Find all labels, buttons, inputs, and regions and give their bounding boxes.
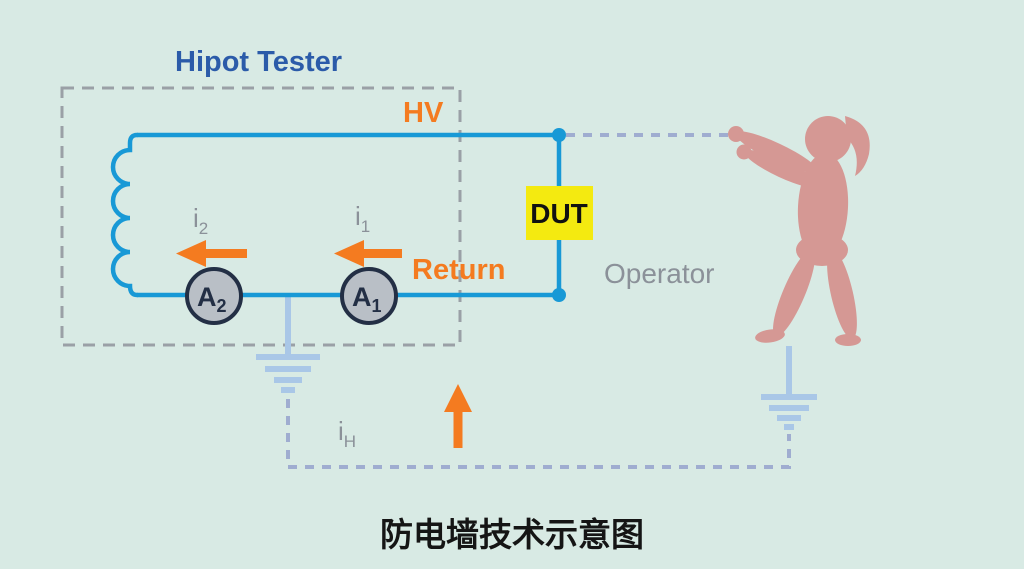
- operator-back-foot: [835, 334, 861, 346]
- svg-text:A2: A2: [197, 282, 227, 316]
- operator-arm-lower: [744, 150, 820, 188]
- ammeter-a1-label: A: [352, 282, 372, 312]
- operator-silhouette-icon: [728, 116, 870, 346]
- current-label-i2: i2: [193, 203, 208, 238]
- ammeter-a2: A2: [185, 267, 243, 325]
- hipot-tester-box: [60, 86, 462, 347]
- dut-label: DUT: [530, 198, 588, 229]
- return-node-dot: [552, 288, 566, 302]
- ammeter-a1: A1: [340, 267, 398, 325]
- current-arrow-i2: [176, 240, 247, 267]
- dut-box: [526, 186, 593, 240]
- tester-ground-icon: [256, 297, 320, 393]
- leakage-arrow-up: [444, 384, 472, 448]
- operator-arm-upper: [735, 131, 817, 173]
- leakage-return-path: [286, 399, 791, 469]
- current-label-ih: iH: [338, 416, 356, 451]
- operator-front-leg: [773, 249, 815, 337]
- operator-hand-lower: [736, 144, 752, 160]
- hv-label: HV: [403, 97, 444, 129]
- svg-text:A1: A1: [352, 282, 382, 316]
- return-label: Return: [412, 254, 505, 286]
- operator-front-foot: [755, 329, 785, 343]
- hv-node-dot: [552, 128, 566, 142]
- operator-hand-upper: [728, 126, 744, 142]
- operator-head: [805, 116, 851, 162]
- operator-torso: [797, 153, 849, 261]
- operator-back-leg: [827, 249, 857, 339]
- current-label-i1: i1: [355, 201, 370, 236]
- operator-ponytail: [845, 116, 870, 176]
- hipot-tester-label: Hipot Tester: [175, 46, 342, 78]
- operator-ground-icon: [761, 346, 817, 430]
- current-arrow-i1: [334, 240, 402, 267]
- ammeter-a2-label: A: [197, 282, 217, 312]
- operator-label: Operator: [604, 258, 715, 289]
- caption: 防电墙技术示意图: [380, 516, 644, 553]
- transformer-coil-icon: [110, 132, 140, 298]
